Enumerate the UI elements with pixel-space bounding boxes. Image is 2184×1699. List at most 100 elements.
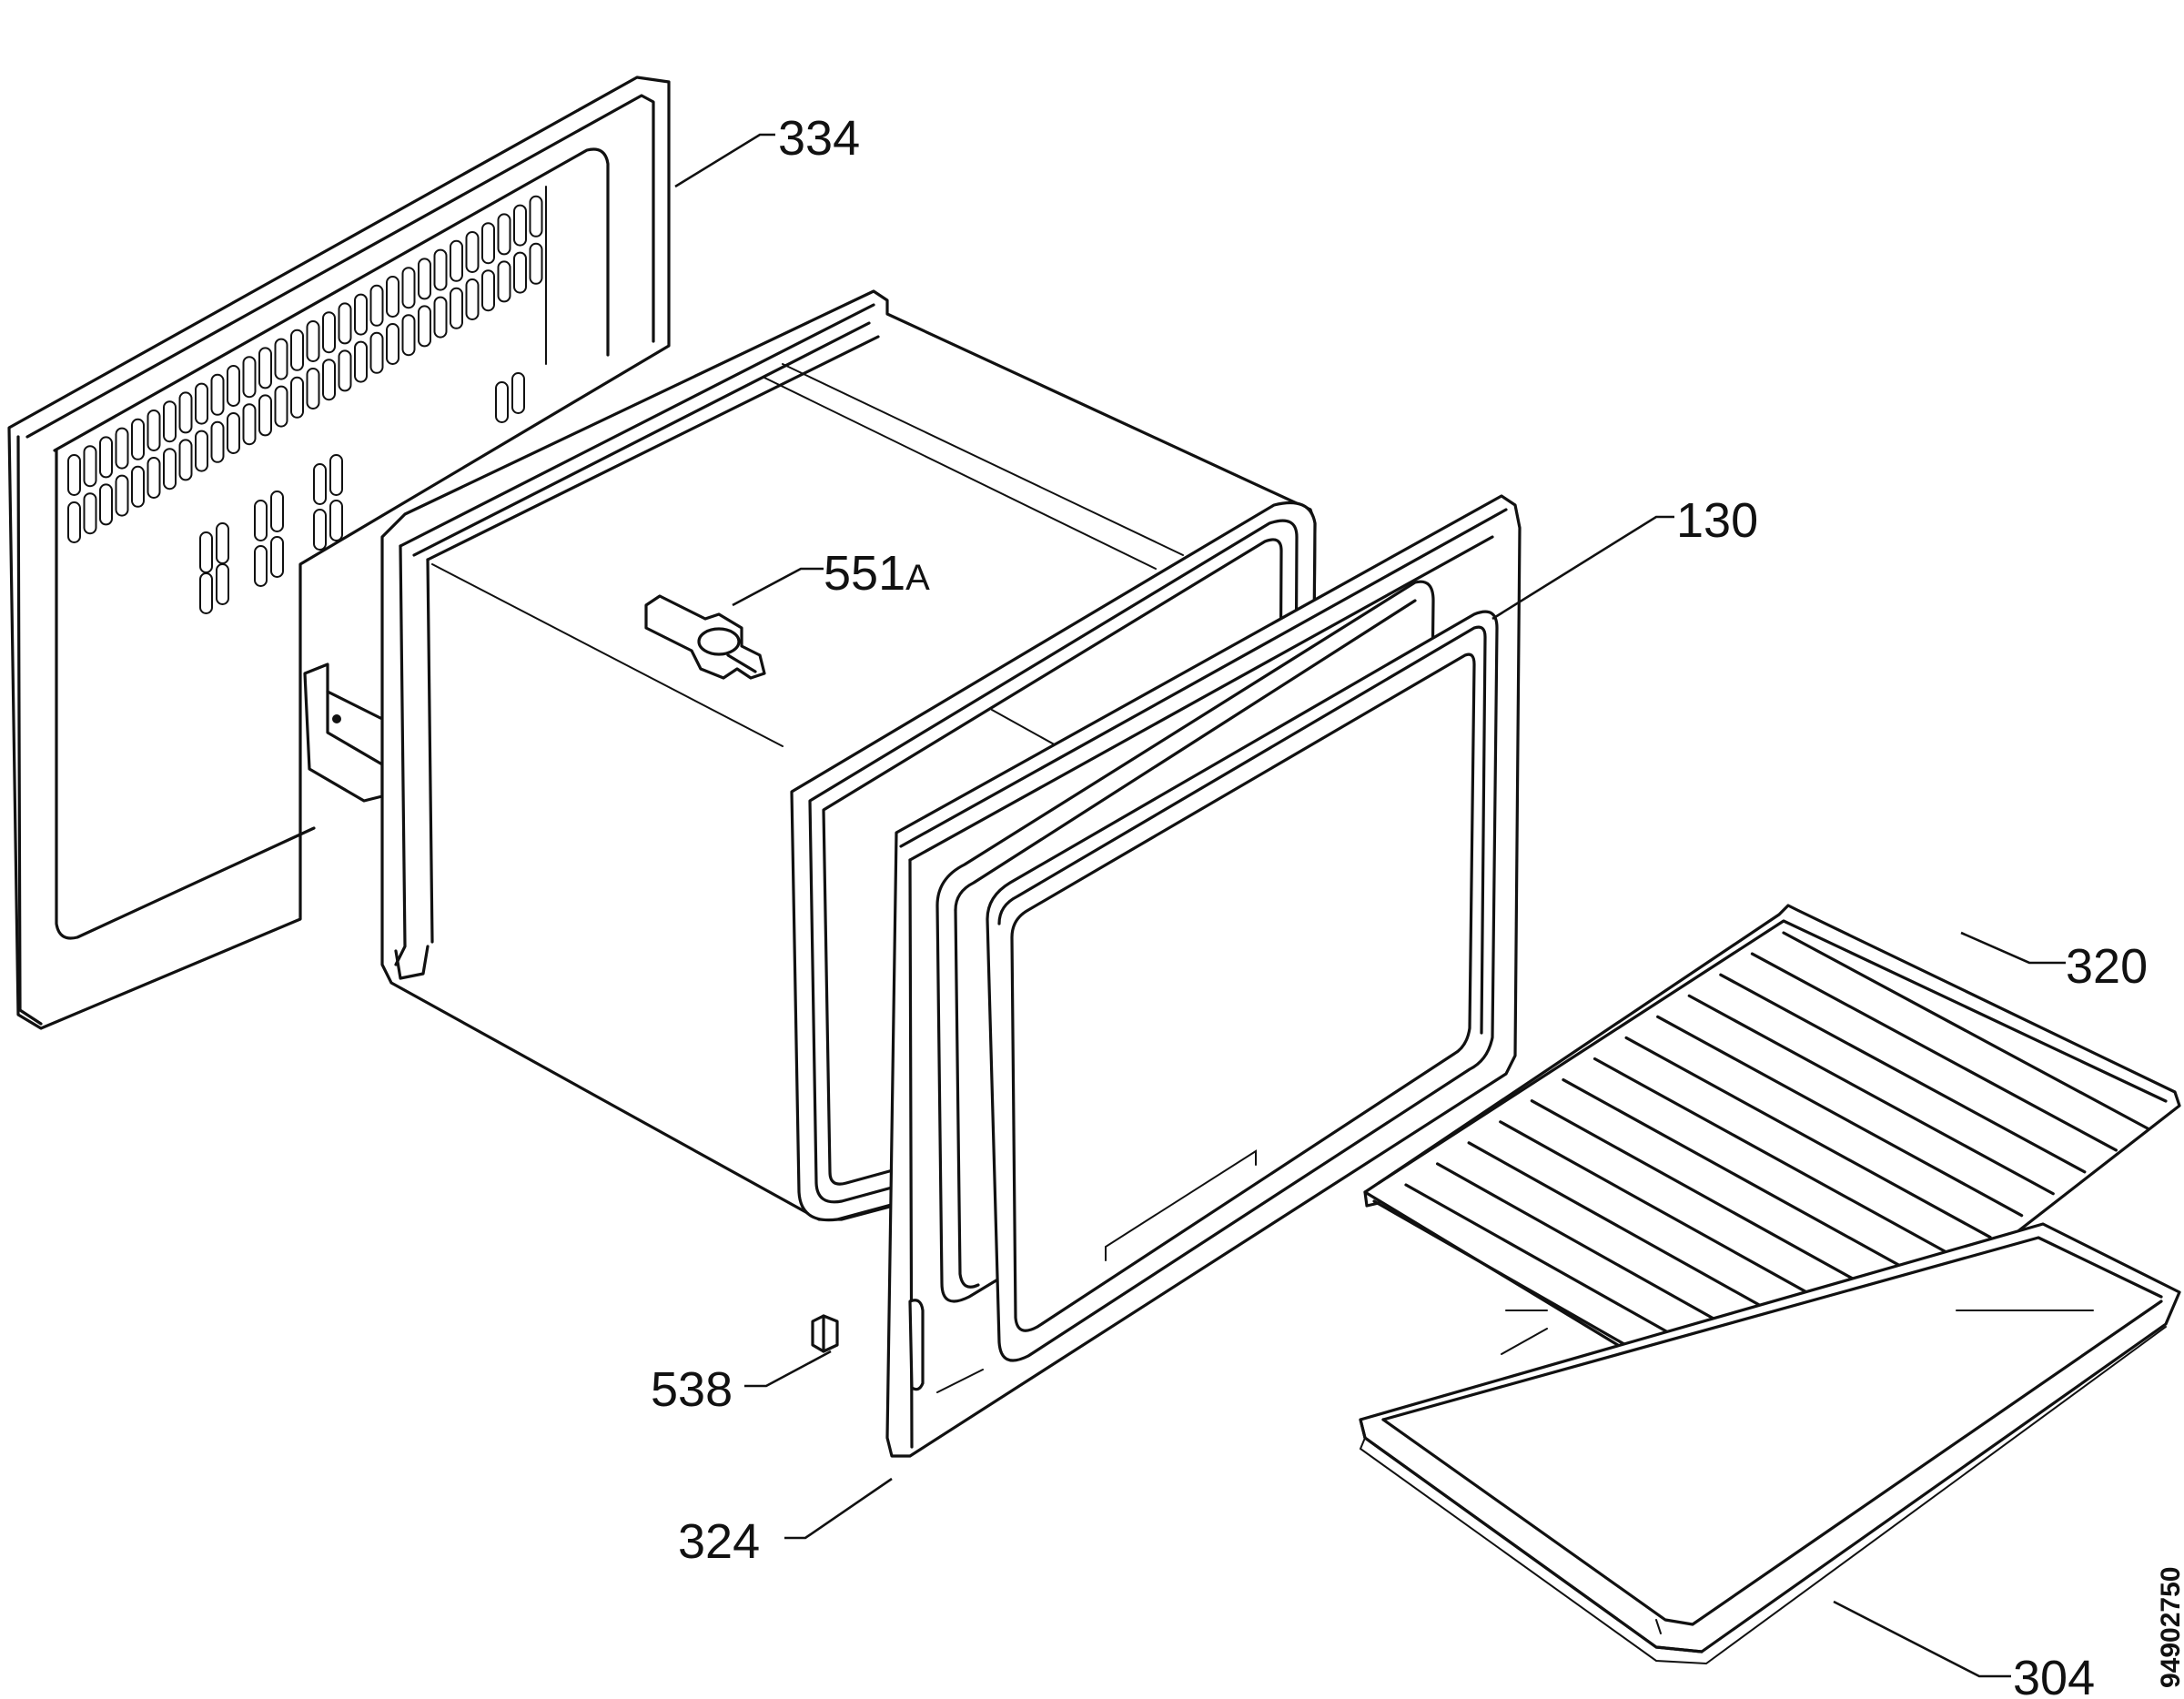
vent-slot [369, 331, 384, 374]
vent-slot [329, 500, 343, 541]
vent-slot [450, 287, 463, 329]
mounting-bracket [303, 662, 393, 803]
vent-slot [195, 430, 208, 472]
shelf-wire [1656, 1015, 2024, 1218]
label-551-suffix: A [905, 558, 930, 598]
vent-slot [481, 222, 495, 265]
vent-slot [115, 474, 129, 517]
shelf-wire [1782, 931, 2149, 1130]
vent-slot [313, 509, 327, 551]
vent-slot [433, 248, 448, 291]
label-304: 304 [2013, 1651, 2095, 1699]
leader-lines [674, 133, 2066, 1678]
vent-slot [67, 454, 81, 496]
vent-slot [83, 445, 97, 488]
shelf-wire [1530, 1099, 1897, 1304]
vent-slot [338, 349, 352, 392]
vent-slot [290, 329, 304, 371]
vent-slot [131, 465, 145, 508]
vent-slot [274, 385, 288, 428]
vent-slot [433, 296, 448, 339]
document-number: 94902750 [2156, 1567, 2184, 1688]
vent-slot [313, 463, 327, 505]
sensor-probe-part-551A [644, 594, 766, 680]
label-538: 538 [651, 1362, 733, 1417]
vent-slot [274, 338, 288, 380]
vent-slot [178, 439, 193, 481]
clip-part-538 [811, 1314, 839, 1353]
vent-slot [254, 545, 268, 587]
vent-slot [270, 490, 284, 532]
vent-slot [386, 323, 399, 365]
vent-slot [258, 394, 272, 437]
vent-slot [497, 213, 511, 256]
vent-slot [418, 305, 431, 348]
vent-slot [131, 418, 145, 460]
vent-slot [163, 448, 177, 490]
vent-slot [242, 356, 257, 399]
vent-slot [254, 500, 268, 541]
vent-slot [210, 420, 225, 463]
vent-slot [369, 284, 384, 327]
vent-slot [83, 492, 97, 535]
vent-slot [210, 373, 225, 416]
vent-slot [529, 242, 543, 285]
inner-glass-frame-part-324 [986, 610, 1499, 1362]
vent-slot [338, 302, 352, 345]
vent-slot [242, 403, 257, 446]
vent-slot [115, 427, 129, 470]
vent-slot [481, 269, 495, 312]
label-334: 334 [778, 111, 860, 166]
label-324: 324 [678, 1514, 760, 1569]
vent-slot [306, 320, 320, 362]
vent-slot [513, 251, 527, 294]
vent-slot [354, 293, 368, 336]
vent-slot [465, 231, 480, 273]
vent-slot [513, 204, 527, 247]
vent-slot [199, 572, 213, 614]
vent-slot [418, 258, 431, 300]
vent-slot [354, 340, 368, 383]
rear-panel-part-334 [7, 76, 671, 1030]
vent-slot [306, 368, 320, 410]
vent-slot [227, 365, 240, 407]
vent-slot [450, 239, 463, 282]
vent-slot [216, 563, 229, 605]
label-551-number: 551 [824, 546, 905, 601]
vent-slot [147, 410, 161, 451]
vent-slot [227, 412, 240, 454]
vent-slot [386, 276, 399, 318]
baking-tray-part-304 [1359, 1222, 2181, 1665]
vent-slot [195, 382, 208, 425]
vent-slot [495, 381, 509, 423]
shelf-wire [1687, 994, 2055, 1196]
vent-slot [401, 314, 416, 357]
vent-slot [178, 391, 193, 434]
vent-slot [529, 195, 543, 238]
shelf-wire [1562, 1077, 1929, 1283]
label-320: 320 [2066, 939, 2148, 994]
label-130: 130 [1676, 493, 1758, 548]
vent-slot [67, 501, 81, 543]
vent-slot [465, 278, 480, 320]
vent-slot [163, 400, 177, 443]
shelf-wire [1624, 1036, 1992, 1239]
vent-slot [99, 436, 113, 479]
shelf-wire [1592, 1057, 1961, 1261]
vent-slot [511, 372, 525, 414]
vent-slot [322, 359, 336, 401]
vent-slot [322, 311, 336, 354]
vent-slot [497, 260, 511, 303]
vent-slot [270, 536, 284, 578]
label-551a: 551A [824, 546, 930, 601]
shelf-wires [1404, 931, 2149, 1391]
vent-slot [147, 457, 161, 499]
part-labels: 334 551A 130 320 538 324 304 94902750 [651, 111, 2184, 1699]
vent-slot [401, 267, 416, 309]
shelf-wire [1719, 973, 2087, 1174]
shelf-wire [1750, 952, 2118, 1152]
vent-slots [67, 195, 543, 614]
vent-slot [290, 376, 304, 419]
vent-slot [329, 454, 343, 496]
